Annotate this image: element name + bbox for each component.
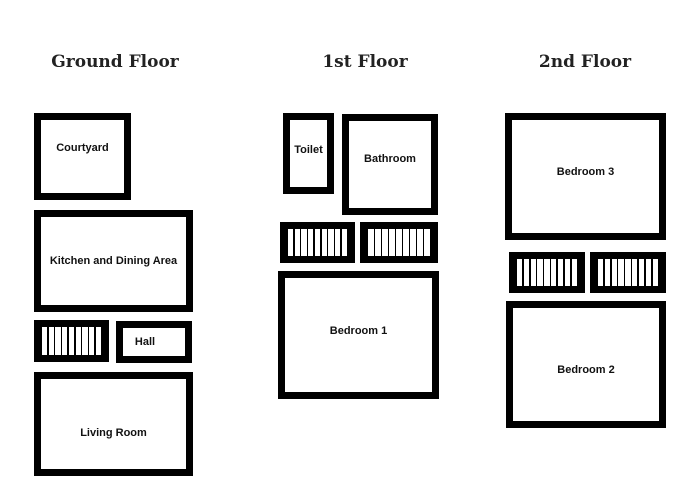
toilet-room: Toilet bbox=[283, 113, 334, 194]
bedroom-1-label: Bedroom 1 bbox=[329, 325, 388, 337]
second-floor-title: 2nd Floor bbox=[538, 52, 632, 72]
living-room-label: Living Room bbox=[80, 427, 147, 439]
ground-stairs bbox=[34, 320, 109, 362]
second-stairs-left bbox=[509, 252, 585, 293]
hall-label: Hall bbox=[134, 336, 156, 348]
ground-floor-title: Ground Floor bbox=[51, 52, 179, 72]
kitchen-dining-label: Kitchen and Dining Area bbox=[49, 255, 178, 267]
first-stairs-left bbox=[280, 222, 355, 263]
courtyard-room: Courtyard bbox=[34, 113, 131, 200]
first-floor-title: 1st Floor bbox=[322, 52, 408, 72]
bathroom-room: Bathroom bbox=[342, 114, 438, 215]
hall-room: Hall bbox=[116, 321, 192, 363]
toilet-label: Toilet bbox=[294, 143, 323, 156]
first-stairs-right-treads bbox=[368, 229, 430, 256]
bedroom-3-label: Bedroom 3 bbox=[556, 165, 615, 178]
ground-stairs-treads bbox=[42, 327, 101, 355]
second-stairs-right-treads bbox=[598, 259, 658, 286]
bedroom-2-label: Bedroom 2 bbox=[557, 363, 615, 376]
second-stairs-left-treads bbox=[517, 259, 577, 286]
bedroom-2-room: Bedroom 2 bbox=[506, 301, 666, 428]
bedroom-1-room: Bedroom 1 bbox=[278, 271, 439, 399]
first-stairs-right bbox=[360, 222, 438, 263]
first-stairs-left-treads bbox=[288, 229, 347, 256]
living-room: Living Room bbox=[34, 372, 193, 476]
kitchen-dining-room: Kitchen and Dining Area bbox=[34, 210, 193, 312]
bedroom-3-room: Bedroom 3 bbox=[505, 113, 666, 240]
courtyard-label: Courtyard bbox=[56, 141, 109, 154]
bathroom-label: Bathroom bbox=[364, 152, 416, 165]
second-stairs-right bbox=[590, 252, 666, 293]
